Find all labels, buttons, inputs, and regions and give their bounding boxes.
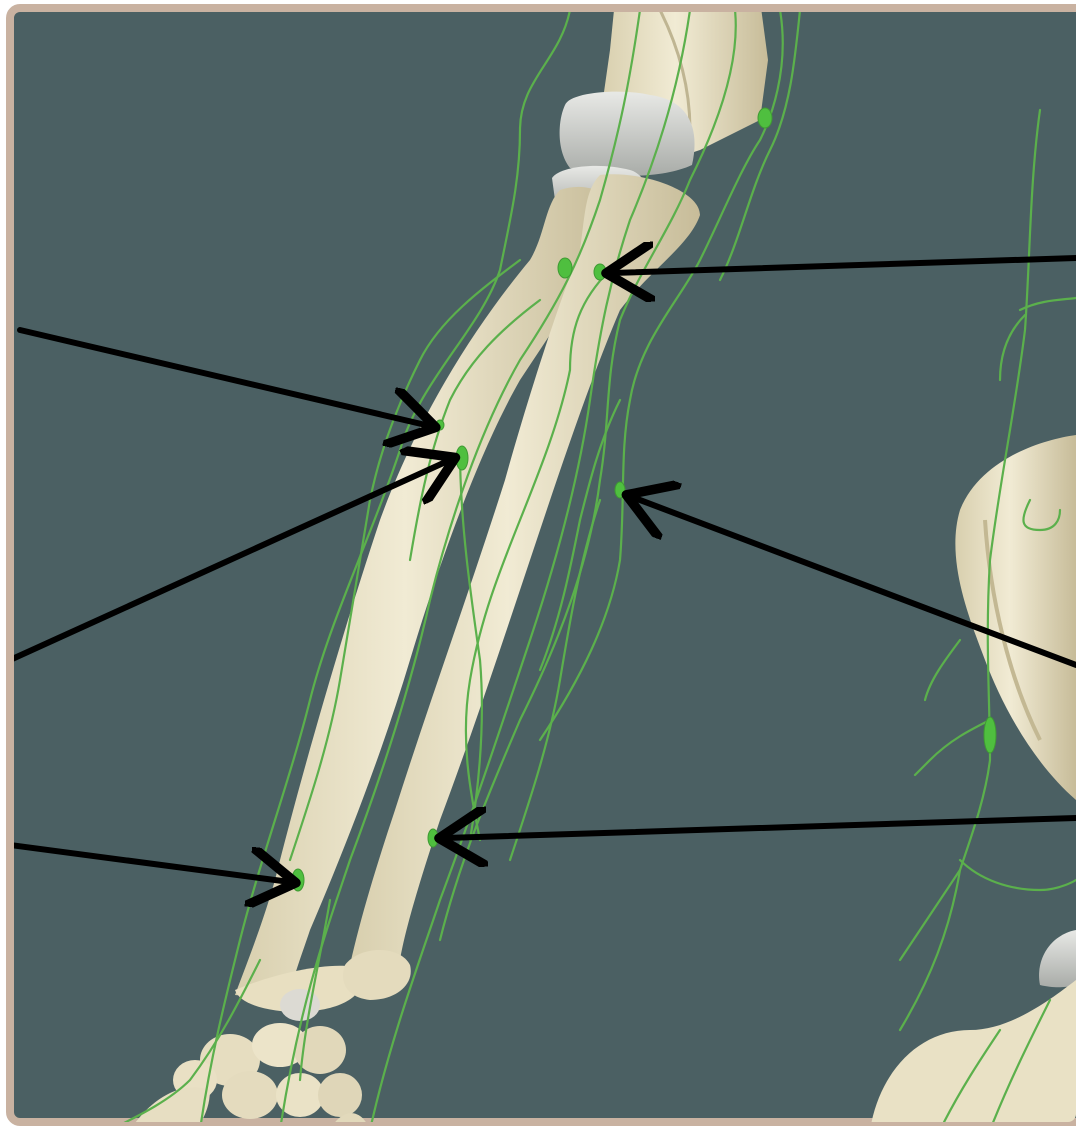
lymph-node-ulnar-mid	[615, 482, 625, 498]
lymph-node-upper-radial	[558, 258, 572, 278]
lymph-node-radial-small	[436, 420, 444, 430]
arrow-cubital-node	[612, 258, 1076, 273]
arrow-radial-vessel	[20, 330, 430, 426]
radius-bone	[235, 187, 613, 1012]
arrow-distal-ulnar-node	[445, 818, 1076, 838]
pointer-arrows	[10, 258, 1076, 882]
lymph-node-distal-ulnar	[428, 829, 438, 847]
lymph-node-elbow-upper	[758, 108, 772, 128]
lymph-node-thigh	[984, 717, 996, 753]
arrow-distal-radial-node	[10, 845, 290, 882]
lymph-node-cubital	[594, 264, 606, 280]
lymph-node-radial-mid	[456, 446, 468, 470]
carpal-bones	[130, 989, 370, 1130]
pelvis-bone	[955, 435, 1076, 800]
lymph-node-distal-radial	[292, 869, 304, 891]
